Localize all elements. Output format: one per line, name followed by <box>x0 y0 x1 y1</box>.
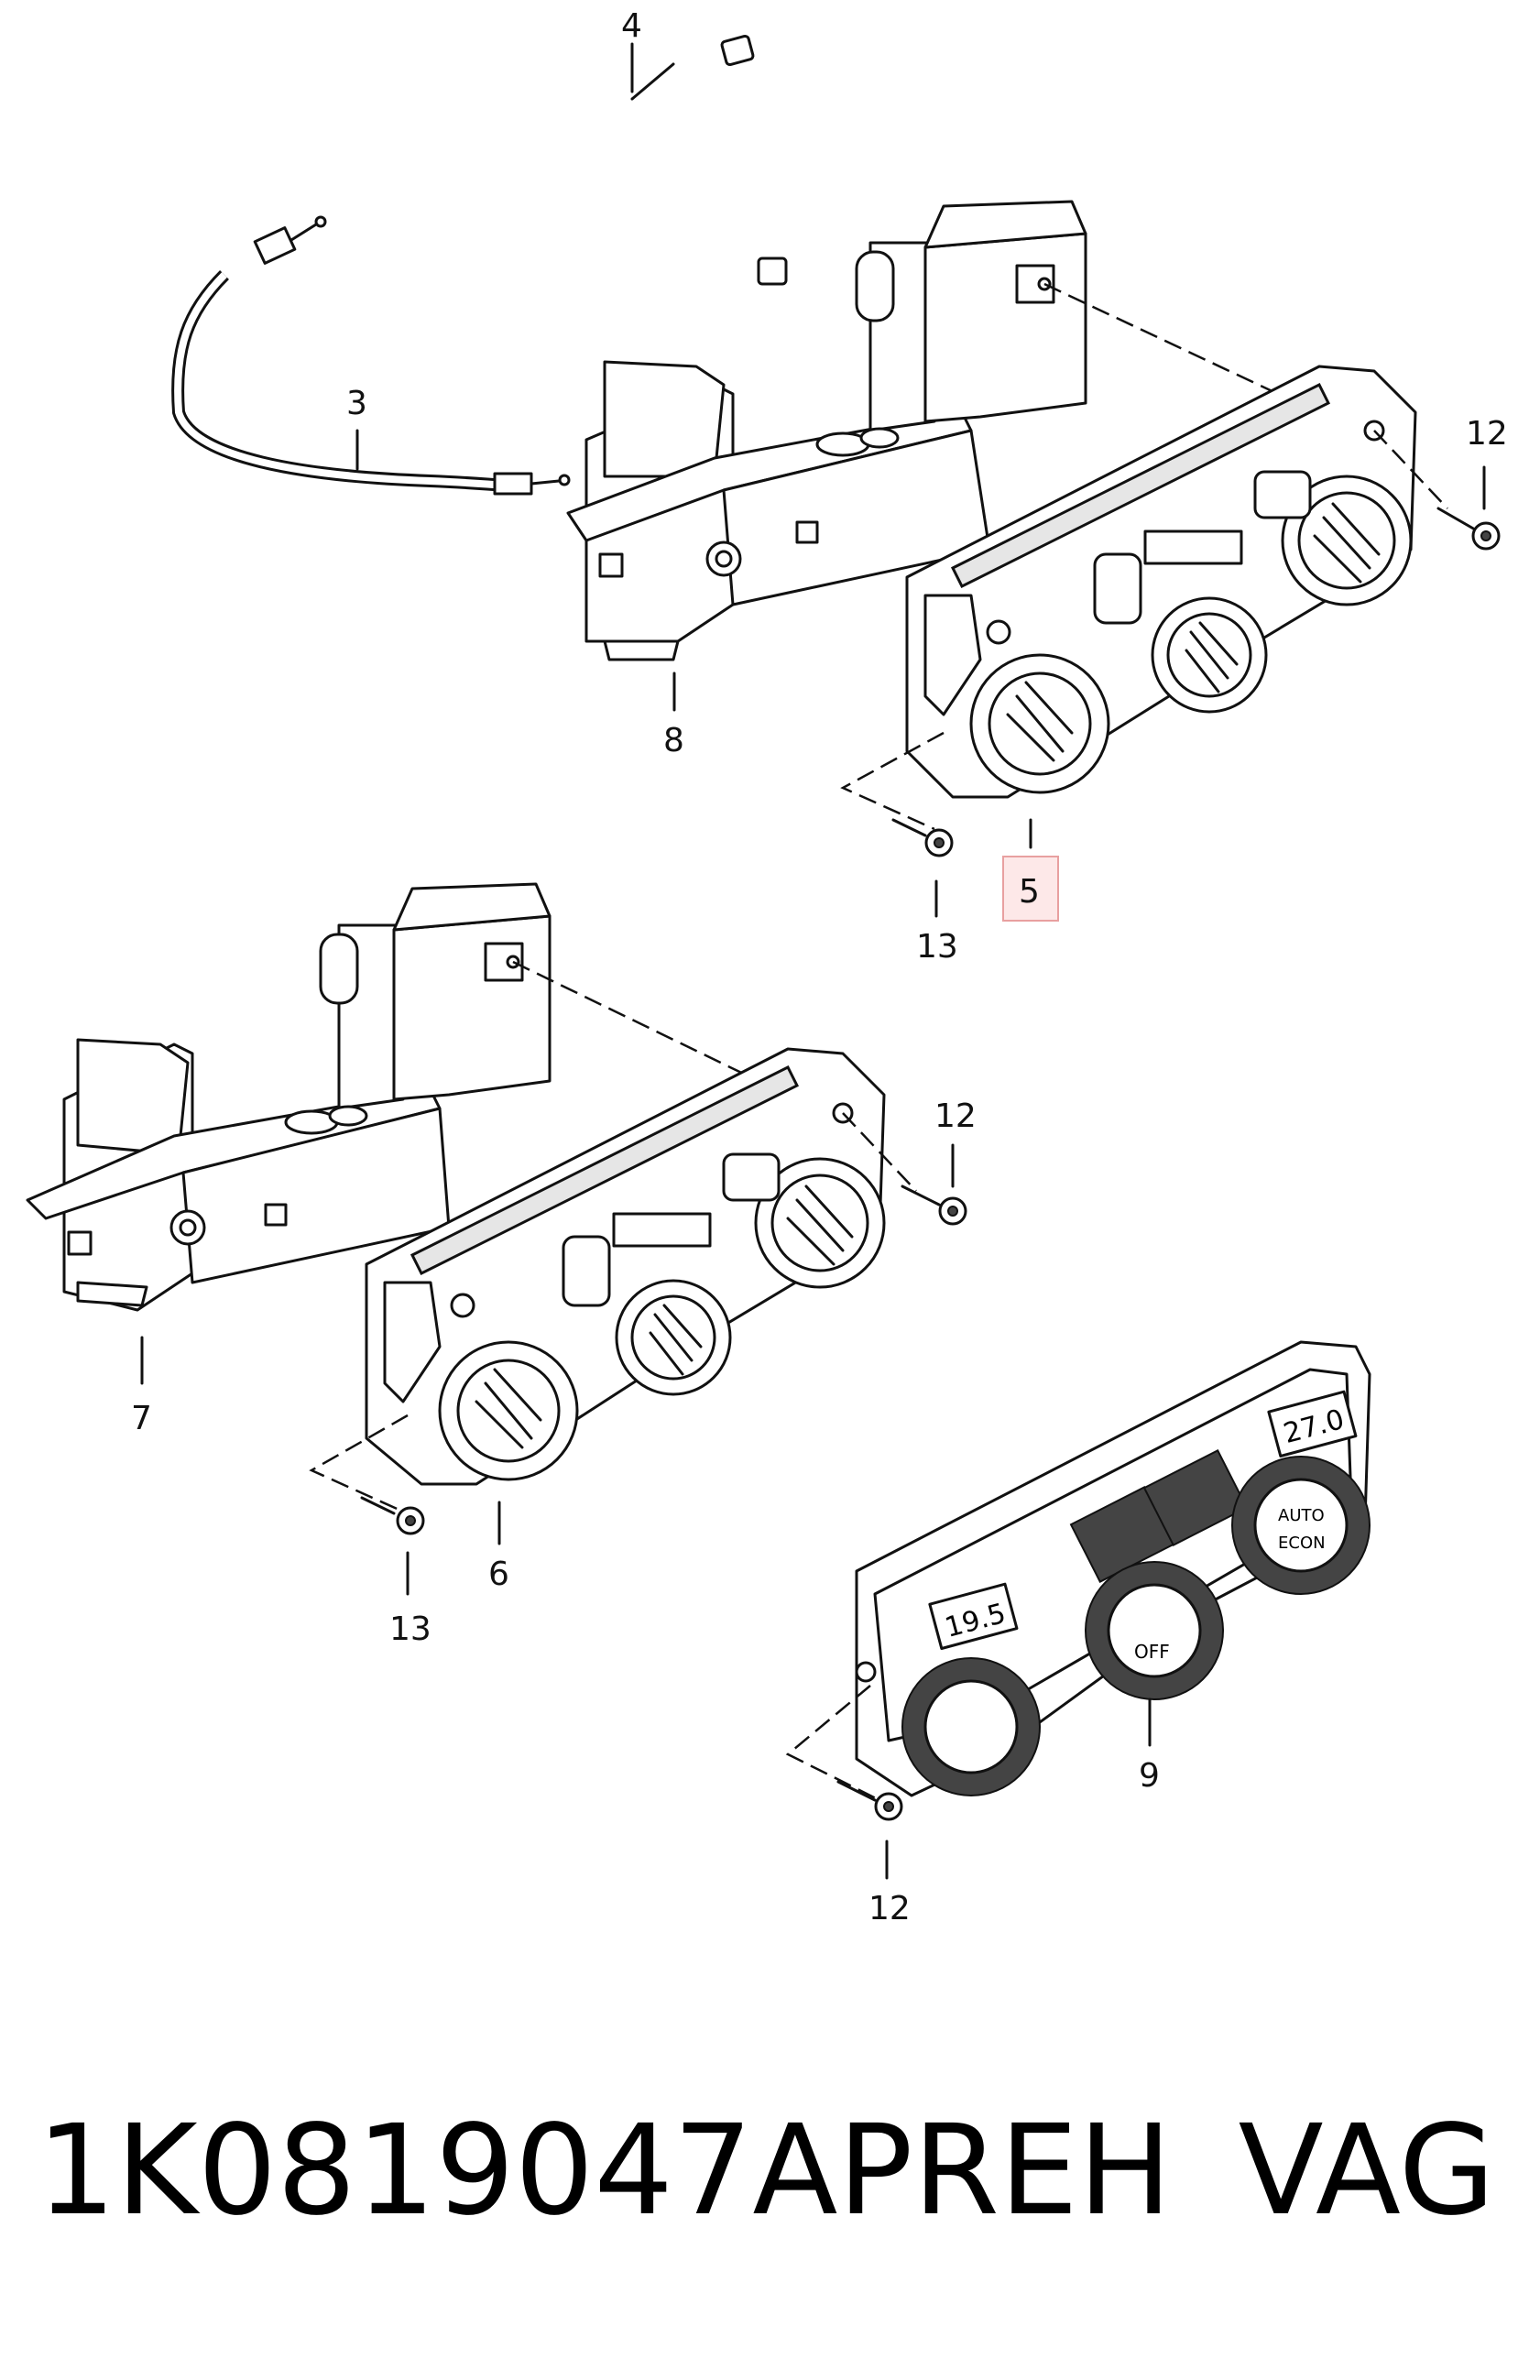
screw-12b <box>901 1185 967 1226</box>
callout-12a: 12 <box>1466 415 1508 510</box>
callout-5-highlight[interactable] <box>1002 856 1059 922</box>
leader-panel-9-screw-12 <box>785 1685 880 1802</box>
leader-bracket-7-panel-6 <box>512 960 825 1115</box>
callout-13b-label: 13 <box>389 1610 431 1648</box>
bracket-7 <box>26 882 552 1312</box>
callout-6-label: 6 <box>488 1556 509 1593</box>
auto-label: AUTO <box>1278 1506 1325 1525</box>
leader-panel-6-screw-12 <box>842 1112 917 1192</box>
callout-13a-label: 13 <box>916 928 958 966</box>
callout-12a-label: 12 <box>1466 415 1508 453</box>
brand-name: VAG <box>1238 2099 1495 2244</box>
callout-7: 7 <box>131 1336 152 1437</box>
leader-panel-5-screw-13 <box>840 731 945 831</box>
callout-8-label: 8 <box>663 722 684 759</box>
screw-13b <box>360 1496 425 1535</box>
panel-6 <box>365 1047 886 1486</box>
screw-12a <box>1436 507 1501 551</box>
screw-13a <box>891 818 954 857</box>
callout-5-label: 5 <box>1019 873 1040 911</box>
callout-3: 3 <box>346 385 367 471</box>
callout-13a: 13 <box>916 879 958 966</box>
part-number: 1K0819047APREH <box>37 2099 1173 2244</box>
cable-4 <box>601 34 788 286</box>
callout-12c: 12 <box>868 1840 911 1927</box>
callout-6: 6 <box>488 1501 509 1593</box>
callout-8: 8 <box>663 671 684 759</box>
callout-9: 9 <box>1139 1698 1160 1795</box>
callout-4-label: 4 <box>621 7 642 45</box>
econ-label: ECON <box>1278 1534 1326 1553</box>
leader-panel-6-screw-13 <box>309 1414 409 1513</box>
bracket-8 <box>566 200 1087 661</box>
cable-3 <box>171 215 571 496</box>
callout-12c-label: 12 <box>868 1890 911 1927</box>
leader-bracket-8-panel-5 <box>1043 282 1357 432</box>
leader-panel-5-screw-12 <box>1373 430 1448 509</box>
panel-5 <box>905 365 1417 799</box>
callout-3-label: 3 <box>346 385 367 422</box>
callout-12b-label: 12 <box>934 1097 977 1135</box>
off-label: OFF <box>1134 1641 1170 1663</box>
callout-9-label: 9 <box>1139 1757 1160 1795</box>
callout-7-label: 7 <box>131 1400 152 1437</box>
panel-9: 19.5 27.0 OFF AUTO ECON <box>855 1340 1371 1797</box>
part-caption: 1K0819047APREH VAG <box>37 2107 1521 2235</box>
callout-13b: 13 <box>389 1551 431 1648</box>
callout-5[interactable]: 5 <box>1002 818 1059 922</box>
callout-4: 4 <box>621 7 642 93</box>
screw-12c <box>836 1780 903 1821</box>
callout-12b: 12 <box>934 1097 977 1188</box>
